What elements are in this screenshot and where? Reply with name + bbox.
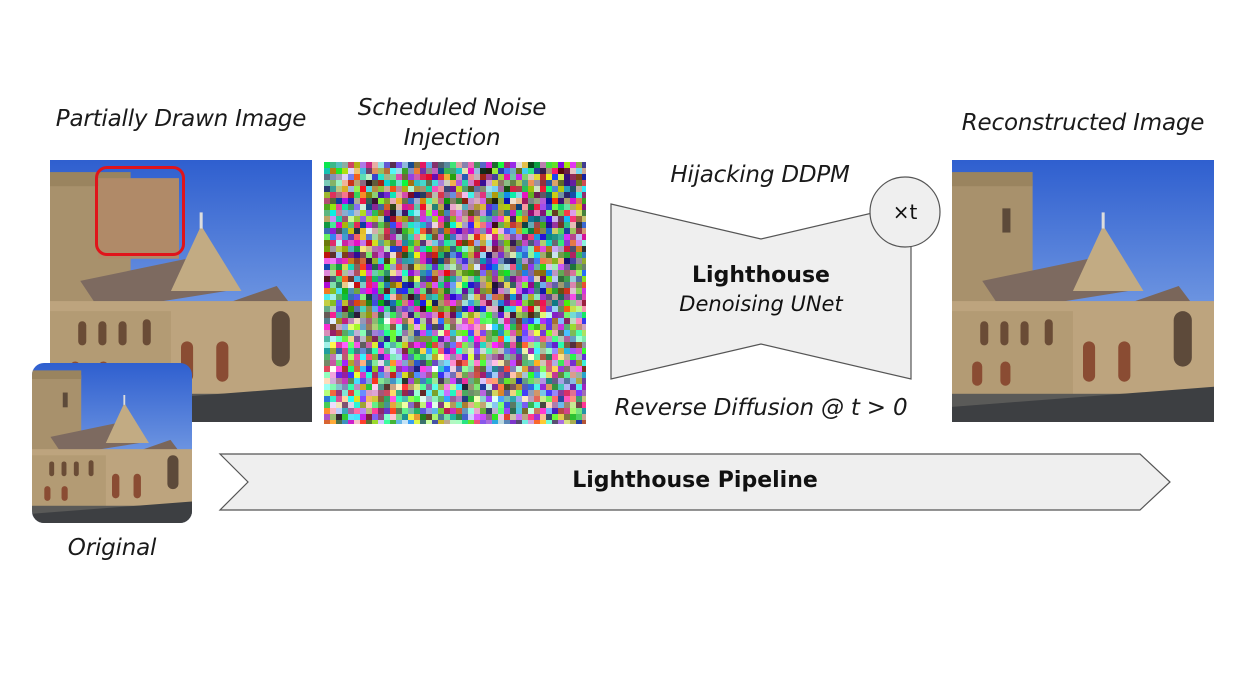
partially-drawn-image: [50, 160, 312, 422]
unet-subtitle: Denoising UNet: [679, 292, 843, 316]
loop-times-label: ×t: [892, 200, 918, 224]
loop-circle: [869, 176, 941, 248]
pipeline-label: Lighthouse Pipeline: [572, 468, 818, 493]
label-reverse-diffusion: Reverse Diffusion @ t > 0: [614, 395, 908, 421]
label-noise-injection: Scheduled Noise Injection: [357, 95, 547, 151]
label-partially-drawn: Partially Drawn Image: [55, 106, 307, 132]
edit-highlight-box: [95, 166, 185, 256]
unet-shape: [610, 203, 912, 380]
label-original: Original: [67, 535, 157, 561]
label-reconstructed: Reconstructed Image: [961, 110, 1205, 136]
pipeline-arrow: [218, 453, 1171, 511]
noise-image: [324, 162, 586, 424]
unet-title: Lighthouse: [692, 263, 830, 288]
label-hijacking: Hijacking DDPM: [670, 162, 850, 188]
